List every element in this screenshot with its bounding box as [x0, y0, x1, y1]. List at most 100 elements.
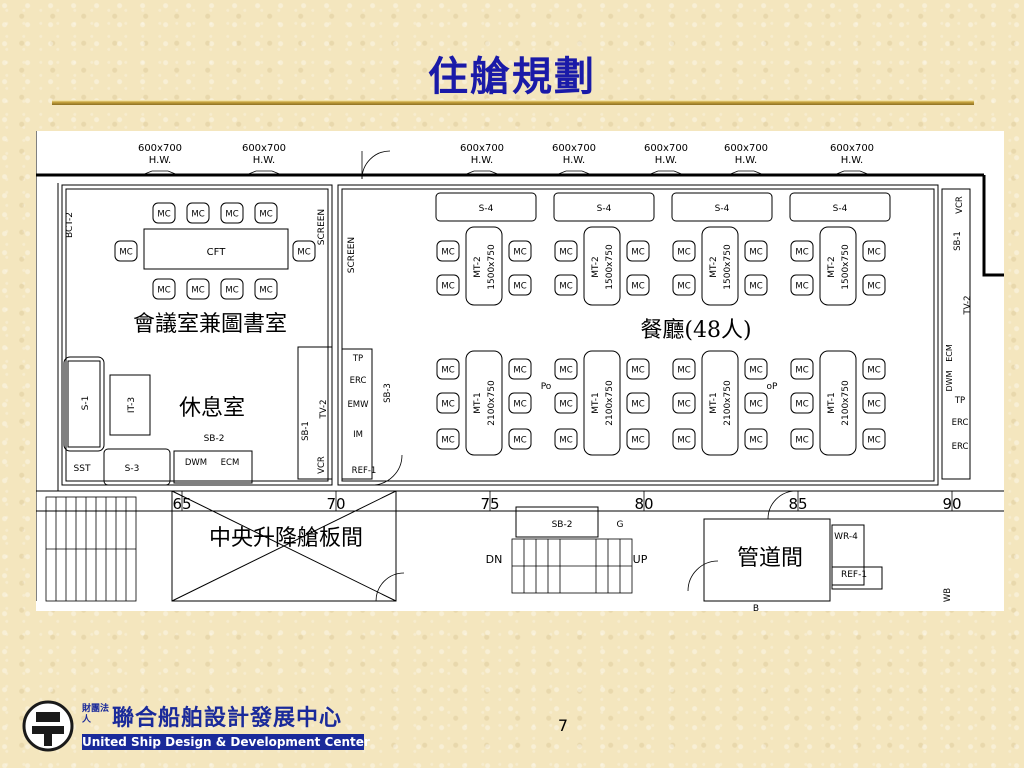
floor-plan-drawing: 600x700H.W.600x700H.W.600x700H.W.600x700… — [36, 131, 1004, 611]
table-it3-label: IT-3 — [127, 397, 137, 413]
chair-mc-label: MC — [749, 282, 762, 292]
erc-right-label: ERC — [952, 418, 969, 428]
wr4-label: WR-4 — [834, 532, 858, 542]
chair-mc — [626, 274, 650, 296]
chair-mc-label: MC — [225, 210, 238, 220]
chair-mc-label: MC — [191, 210, 204, 220]
table-mt2-label: MT-2 — [591, 256, 601, 277]
chair-mc-label: MC — [157, 210, 170, 220]
chair-mc-label: MC — [441, 248, 454, 258]
window-type-label: H.W. — [253, 155, 275, 166]
window-mark — [463, 170, 501, 176]
window-mark — [555, 170, 593, 176]
chair-mc — [554, 428, 578, 450]
frame-number: 80 — [634, 495, 653, 513]
chair-mc — [626, 358, 650, 380]
ship-emblem-icon — [22, 700, 74, 752]
chair-mc — [220, 278, 244, 300]
chair-mc — [744, 392, 768, 414]
chair-mc-label: MC — [631, 248, 644, 258]
chair-mc-label: MC — [795, 436, 808, 446]
table-mt1-size: 2100x750 — [605, 380, 615, 426]
chair-mc-label: MC — [441, 282, 454, 292]
chair-mc-label: MC — [259, 286, 272, 296]
chair-mc-label: MC — [157, 286, 170, 296]
chair-mc — [744, 358, 768, 380]
chair-mc — [744, 274, 768, 296]
chair-mc-label: MC — [513, 366, 526, 376]
chair-mc-label: MC — [631, 366, 644, 376]
chair-mc-label: MC — [795, 248, 808, 258]
window-mark — [141, 170, 179, 176]
window-type-label: H.W. — [149, 155, 171, 166]
chair-mc-label: MC — [297, 248, 310, 258]
chair-mc-label: MC — [677, 400, 690, 410]
chair-mc — [626, 392, 650, 414]
org-name-english: United Ship Design & Development Center — [82, 734, 370, 750]
sofa-s4-label: S-4 — [833, 204, 848, 214]
chair-mc — [186, 202, 210, 224]
chair-mc-label: MC — [559, 248, 572, 258]
sb2-lower-label: SB-2 — [552, 520, 573, 530]
chair-mc-label: MC — [631, 436, 644, 446]
chair-mc — [862, 392, 886, 414]
frame-number: 65 — [172, 495, 191, 513]
dwm-label: DWM — [185, 458, 207, 468]
dwm-right-label: DWM — [945, 370, 954, 391]
chair-mc — [554, 240, 578, 262]
org-name: 聯合船舶設計發展中心 — [112, 706, 343, 731]
erc-label: ERC — [350, 376, 367, 386]
chair-mc — [152, 278, 176, 300]
sofa-s4-label: S-4 — [479, 204, 494, 214]
window-type-label: H.W. — [563, 155, 585, 166]
chair-mc-label: MC — [677, 282, 690, 292]
chair-mc — [292, 240, 316, 262]
chair-mc — [672, 392, 696, 414]
chair-mc — [508, 358, 532, 380]
chair-mc — [626, 428, 650, 450]
chair-mc — [790, 392, 814, 414]
chair-mc-label: MC — [749, 248, 762, 258]
op-label: oP — [767, 382, 779, 392]
window-size-label: 600x700 — [460, 143, 504, 154]
chair-mc-label: MC — [441, 400, 454, 410]
chair-mc-label: MC — [441, 436, 454, 446]
table-mt1-size: 2100x750 — [723, 380, 733, 426]
chair-mc — [436, 428, 460, 450]
chair-mc — [436, 240, 460, 262]
frame-number: 70 — [326, 495, 345, 513]
stair-down-label: DN — [486, 553, 503, 566]
chair-mc — [626, 240, 650, 262]
chair-mc — [436, 358, 460, 380]
table-mt2-size: 1500x750 — [841, 244, 851, 290]
window-size-label: 600x700 — [724, 143, 768, 154]
chair-mc-label: MC — [677, 248, 690, 258]
chair-mc — [508, 392, 532, 414]
sofa-s1-label: S-1 — [81, 396, 91, 411]
chair-mc — [436, 274, 460, 296]
room-name-elevator: 中央升降艙板間 — [209, 526, 363, 551]
sb3-label: SB-3 — [383, 383, 393, 403]
chair-mc — [790, 240, 814, 262]
room-name-lounge: 休息室 — [179, 396, 245, 421]
chair-mc — [554, 392, 578, 414]
tp-label: TP — [352, 354, 363, 364]
frame-number: 75 — [480, 495, 499, 513]
chair-mc — [862, 240, 886, 262]
chair-mc-label: MC — [559, 282, 572, 292]
table-mt1-size: 2100x750 — [841, 380, 851, 426]
window-size-label: 600x700 — [138, 143, 182, 154]
chair-mc — [186, 278, 210, 300]
room-name-pipe: 管道間 — [737, 546, 803, 571]
chair-mc — [672, 358, 696, 380]
room-name-dining: 餐廳(48人) — [640, 318, 751, 343]
chair-mc-label: MC — [441, 366, 454, 376]
chair-mc-label: MC — [559, 366, 572, 376]
chair-mc-label: MC — [191, 286, 204, 296]
chair-mc-label: MC — [749, 400, 762, 410]
tv2-right-label: TV-2 — [963, 296, 973, 316]
chair-mc-label: MC — [259, 210, 272, 220]
window-mark — [245, 170, 283, 176]
chair-mc — [220, 202, 244, 224]
